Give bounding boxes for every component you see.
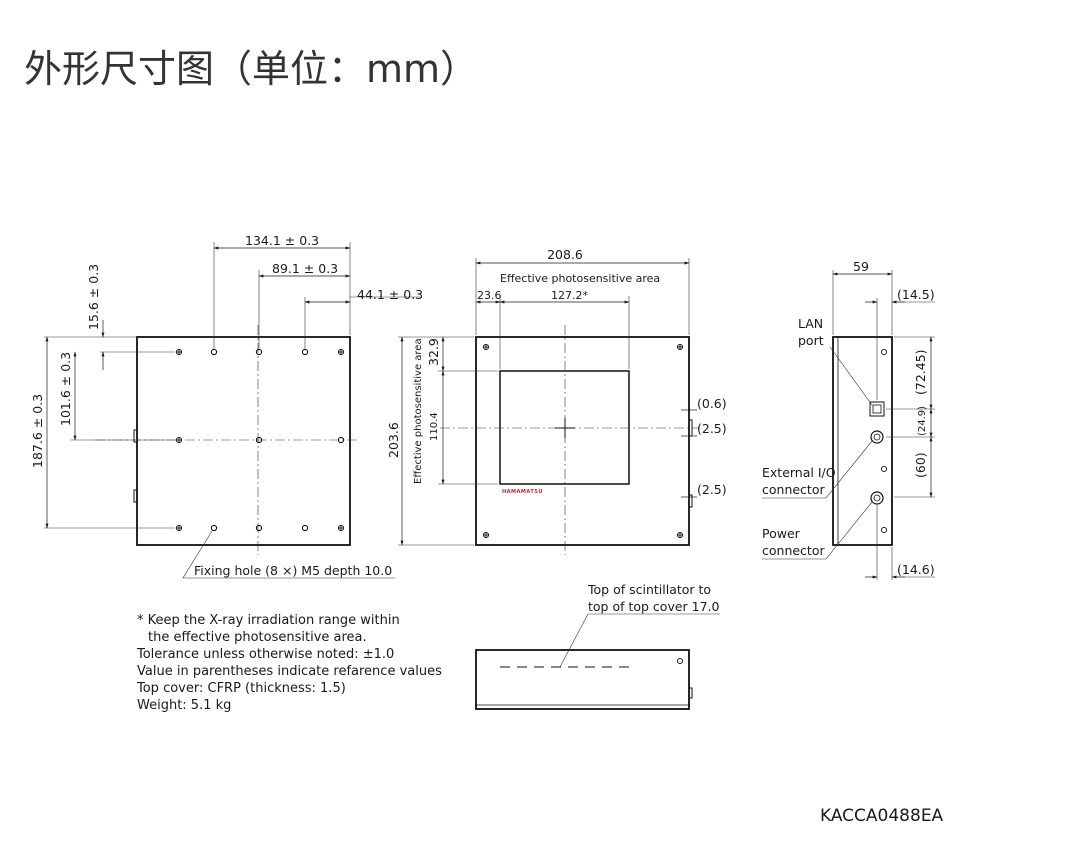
dim-127-2-label: 127.2* [551,289,588,302]
dim-59-label: 59 [853,259,869,274]
note-line: the effective photosensitive area. [148,630,367,645]
dim-187-6-label: 187.6 ± 0.3 [30,394,45,468]
dim-15-6-label: 15.6 ± 0.3 [86,264,101,330]
note-line: Top cover: CFRP (thickness: 1.5) [136,681,346,696]
effective-area-label: Effective photosensitive area [500,272,660,285]
dim-14-6-label: (14.6) [897,562,935,577]
front-view: HAMAMATSU 208.6 Effective photosensitive… [386,247,727,555]
dim-72-45-label: (72.45) [913,349,928,395]
brand-logo: HAMAMATSU [502,489,543,495]
dim-23-6-label: 23.6 [477,289,502,302]
dim-134-label: 134.1 ± 0.3 [245,233,319,248]
dim-101-6-label: 101.6 ± 0.3 [58,352,73,426]
dim-14-5-label: (14.5) [897,287,935,302]
note-line: Tolerance unless otherwise noted: ±1.0 [136,647,394,662]
page-title: 外形尺寸图（单位：mm） [24,47,479,91]
dim-24-9-label: (24.9) [917,406,928,436]
front-view-body [475,336,690,546]
lan-port [869,401,885,417]
dim-208-6-label: 208.6 [547,247,583,262]
rear-view-body [136,336,351,546]
rear-view: 134.1 ± 0.3 89.1 ± 0.3 44.1 ± 0.3 15.6 ±… [30,233,423,579]
dim-2-5-label-2: (2.5) [697,482,727,497]
effective-area-vertical-label: Effective photosensitive area [413,338,424,484]
dim-44-label: 44.1 ± 0.3 [357,287,423,302]
power-connector [870,491,884,505]
dim-32-9-label: 32.9 [426,338,441,366]
dim-0-6-label: (0.6) [697,396,727,411]
side-view: 59 (14.5) (72.45) (24.9) (60) (14.6) LAN… [762,259,935,580]
drawing-code: KACCA0488EA [820,806,944,826]
bottom-view-body [475,649,690,710]
dim-60-label: (60) [913,452,928,478]
dim-2-5-label-1: (2.5) [697,421,727,436]
note-line: * Keep the X-ray irradiation range withi… [137,613,400,628]
fixing-holes [210,348,345,532]
side-view-body [832,336,893,546]
dim-110-4-label: 110.4 [429,412,440,441]
fixing-hole-label: Fixing hole (8 ×) M5 depth 10.0 [194,563,392,578]
note-line: Weight: 5.1 kg [137,698,231,713]
note-line: Value in parentheses indicate refarence … [137,664,442,679]
dim-89-label: 89.1 ± 0.3 [272,261,338,276]
effective-area-rect [499,370,630,485]
io-connector [870,430,884,444]
dim-203-6-label: 203.6 [386,422,401,458]
notes-block: * Keep the X-ray irradiation range withi… [136,613,442,713]
